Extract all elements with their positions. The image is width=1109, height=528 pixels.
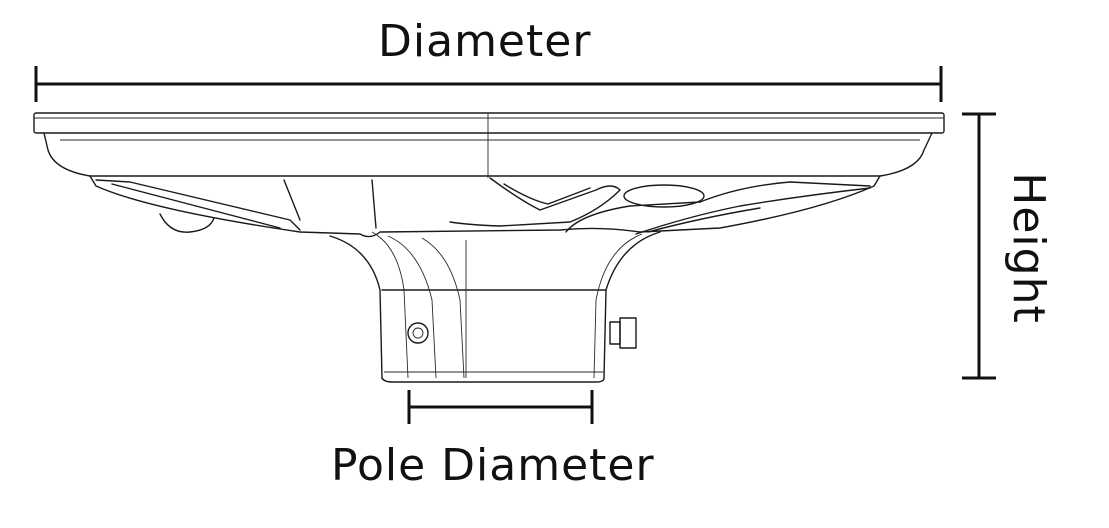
diameter-dimension-line: [34, 66, 943, 102]
pole-diameter-dimension-line: [407, 390, 594, 424]
lamp-head: [33, 112, 945, 238]
pole-diameter-label: Pole Diameter: [331, 440, 655, 491]
height-dimension-line: [962, 112, 996, 380]
diameter-label: Diameter: [378, 16, 592, 67]
pole-mount: [329, 231, 661, 383]
height-label: Height: [1003, 172, 1054, 324]
